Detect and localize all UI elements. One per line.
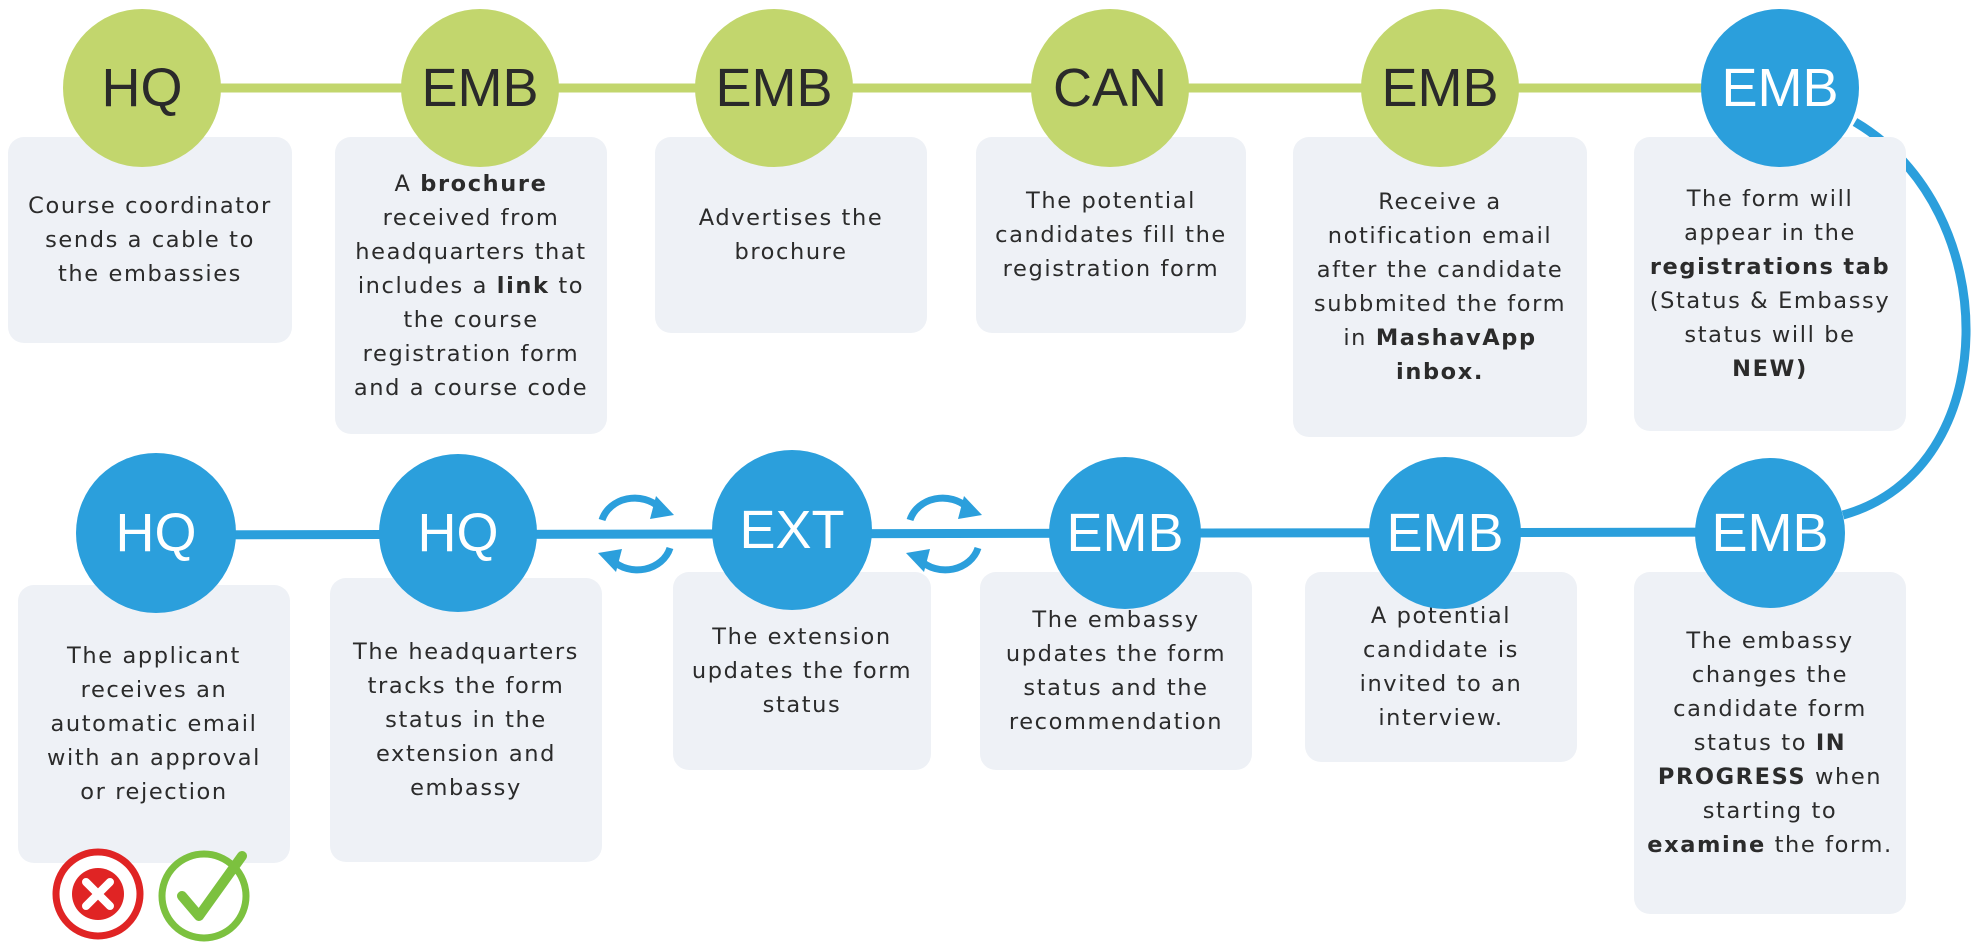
step-text: Advertises the brochure: [698, 205, 884, 265]
step-node-hq: HQ: [76, 453, 236, 613]
step-card: The potential candidates fill the regist…: [976, 137, 1246, 333]
step-card: The embassy updates the form status and …: [980, 572, 1252, 770]
step-card: A brochure received from headquarters th…: [335, 137, 607, 434]
step-text: A brochure received from headquarters th…: [353, 170, 589, 401]
step-text: The extension updates the form status: [691, 624, 913, 718]
step-text: The potential candidates fill the regist…: [995, 188, 1227, 282]
step-text: The embassy changes the candidate form s…: [1647, 628, 1893, 858]
step-node-emb: EMB: [1369, 457, 1521, 609]
step-text: The headquarters tracks the form status …: [352, 639, 579, 801]
check-circle-icon: [158, 850, 250, 942]
step-card: Receive a notification email after the c…: [1293, 137, 1587, 437]
step-node-emb: EMB: [1695, 458, 1845, 608]
step-text: The embassy updates the form status and …: [1005, 607, 1227, 735]
cycle-arrows-icon: [906, 494, 982, 574]
step-node-can: CAN: [1031, 9, 1189, 167]
step-text: The applicant receives an automatic emai…: [47, 643, 261, 805]
step-card: Course coordinator sends a cable to the …: [8, 137, 292, 343]
step-card: The headquarters tracks the form status …: [330, 578, 602, 862]
step-node-ext: EXT: [712, 450, 872, 610]
step-text: A potential candidate is invited to an i…: [1359, 603, 1523, 731]
x-circle-icon: [52, 848, 144, 940]
step-text: Receive a notification email after the c…: [1313, 189, 1567, 385]
step-card: The applicant receives an automatic emai…: [18, 585, 290, 863]
step-node-emb: EMB: [1049, 457, 1201, 609]
step-card: The form will appear in the registration…: [1634, 137, 1906, 431]
cycle-arrows-icon: [598, 494, 674, 574]
step-node-emb: EMB: [401, 9, 559, 167]
step-node-hq: HQ: [63, 9, 221, 167]
step-node-emb: EMB: [1361, 9, 1519, 167]
step-node-emb: EMB: [695, 9, 853, 167]
step-text: The form will appear in the registration…: [1649, 186, 1891, 382]
step-node-emb: EMB: [1701, 9, 1859, 167]
step-text: Course coordinator sends a cable to the …: [28, 193, 272, 287]
step-card: The embassy changes the candidate form s…: [1634, 572, 1906, 914]
step-card: Advertises the brochure: [655, 137, 927, 333]
curve-connector: [1841, 118, 1971, 520]
step-node-hq: HQ: [379, 454, 537, 612]
step-card: A potential candidate is invited to an i…: [1305, 572, 1577, 762]
